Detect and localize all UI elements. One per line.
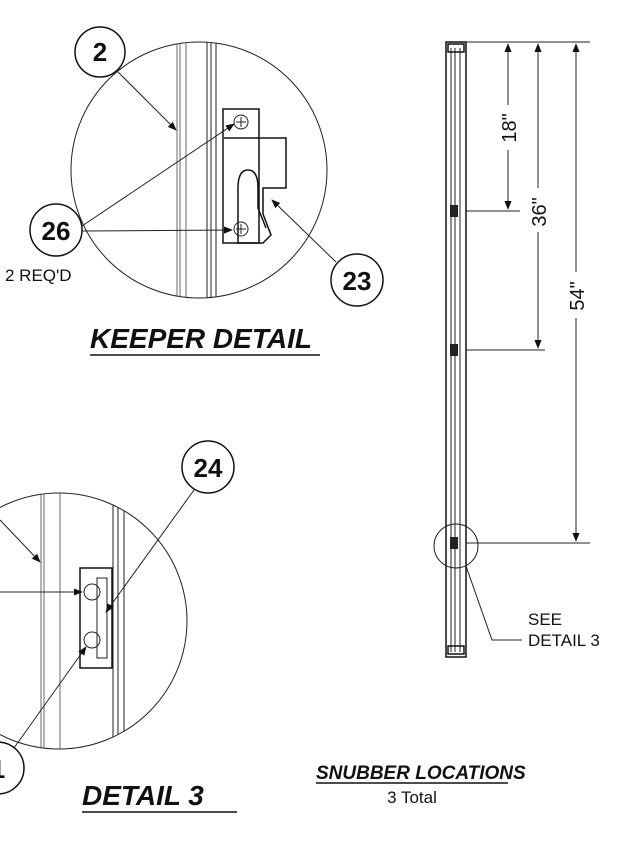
keeper-detail-title: KEEPER DETAIL xyxy=(90,323,312,354)
frame-elevation xyxy=(445,41,467,658)
callout-frame-2-label: 2 xyxy=(93,37,107,67)
keeper-screw-top xyxy=(233,114,249,130)
callout-screws-26: 26 2 REQ'D xyxy=(5,123,235,285)
detail-3: 24 1 DETAIL 3 xyxy=(0,440,237,813)
see-detail-note-line1: SEE xyxy=(528,610,562,629)
callout-screws-26-label: 26 xyxy=(42,216,71,246)
dimension-54-label: 54" xyxy=(567,281,589,310)
keeper-detail-circle xyxy=(70,41,328,299)
snubber-marker-1 xyxy=(450,205,458,217)
keeper-screw-bottom xyxy=(233,221,249,237)
callout-keeper-23-label: 23 xyxy=(343,266,372,296)
keeper-detail: 2 26 2 REQ'D 23 KEEPER DETAIL xyxy=(5,26,384,356)
snubber-marker-3 xyxy=(450,537,458,549)
dimension-54: 54" xyxy=(567,43,589,542)
keeper-hook-body xyxy=(224,137,287,244)
snubber-screw-top xyxy=(83,583,101,601)
callout-keeper-23: 23 xyxy=(271,199,384,307)
snubber-plate xyxy=(79,567,113,669)
detail-3-reference-circle xyxy=(433,523,479,569)
dimension-36: 36" xyxy=(529,43,551,349)
snubber-locations-title: SNUBBER LOCATIONS xyxy=(316,763,526,784)
callout-frame-2: 2 xyxy=(74,26,177,131)
snubber-inner xyxy=(96,577,108,659)
see-detail-note-line2: DETAIL 3 xyxy=(528,631,600,650)
snubber-locations-subtitle: 3 Total xyxy=(387,788,437,807)
detail-3-circle xyxy=(0,492,188,750)
snubber-marker-2 xyxy=(450,344,458,356)
detail-3-frame-profile xyxy=(40,493,125,749)
callout-snubber-24: 24 xyxy=(105,440,235,613)
dimension-18: 18" xyxy=(499,43,521,210)
screws-quantity-note: 2 REQ'D xyxy=(5,266,72,285)
snubber-locations: 18" 36" 54" SEE DETAIL 3 SNUBBER LOCATIO… xyxy=(316,41,600,807)
snubber-screw-bottom xyxy=(83,631,101,649)
keeper-frame-profile xyxy=(176,42,217,298)
dimension-18-label: 18" xyxy=(499,113,521,142)
dimension-36-label: 36" xyxy=(529,197,551,226)
callout-snubber-24-label: 24 xyxy=(194,453,223,483)
callout-screw-partial-label: 1 xyxy=(0,754,5,784)
detail-3-title: DETAIL 3 xyxy=(82,780,204,811)
callout-screw-partial: 1 xyxy=(0,646,87,795)
